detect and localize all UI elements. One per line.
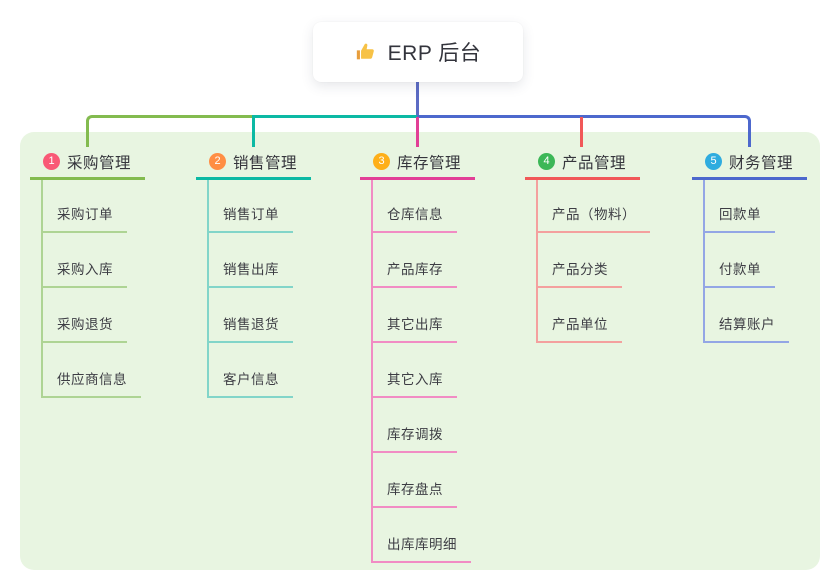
child-node[interactable]: 仓库信息 — [371, 180, 471, 233]
child-label: 出库库明细 — [371, 533, 471, 563]
child-node[interactable]: 供应商信息 — [41, 343, 141, 398]
child-label: 销售退货 — [207, 313, 293, 343]
branch-children: 回款单 付款单 结算账户 — [703, 180, 789, 343]
child-node[interactable]: 库存调拨 — [371, 398, 471, 453]
branch-node-product[interactable]: 4 产品管理 — [525, 147, 641, 180]
child-node[interactable]: 其它出库 — [371, 288, 471, 343]
child-label: 产品（物料） — [536, 203, 650, 233]
child-node[interactable]: 出库库明细 — [371, 508, 471, 563]
child-node[interactable]: 产品（物料） — [536, 180, 650, 233]
connector-branch-5 — [417, 115, 751, 147]
child-label: 结算账户 — [703, 313, 789, 343]
child-label: 库存盘点 — [371, 478, 457, 508]
child-label: 仓库信息 — [371, 203, 457, 233]
child-node[interactable]: 采购订单 — [41, 180, 141, 233]
branch-purchase: 1 采购管理 采购订单 采购入库 采购退货 供应商信息 — [30, 147, 146, 398]
child-label: 产品单位 — [536, 313, 622, 343]
child-node[interactable]: 销售订单 — [207, 180, 293, 233]
branch-inventory: 3 库存管理 仓库信息 产品库存 其它出库 其它入库 库存调拨 库存盘点 出库库… — [360, 147, 476, 563]
child-label: 销售出库 — [207, 258, 293, 288]
child-node[interactable]: 库存盘点 — [371, 453, 471, 508]
connector-branch-1 — [86, 115, 252, 147]
connector-branch-2 — [252, 115, 417, 147]
child-label: 产品分类 — [536, 258, 622, 288]
branch-title: 财务管理 — [729, 154, 794, 172]
branch-number-badge: 5 — [705, 153, 722, 170]
branch-title: 销售管理 — [233, 154, 298, 172]
branch-children: 产品（物料） 产品分类 产品单位 — [536, 180, 650, 343]
child-node[interactable]: 采购入库 — [41, 233, 141, 288]
child-label: 产品库存 — [371, 258, 457, 288]
branch-product: 4 产品管理 产品（物料） 产品分类 产品单位 — [525, 147, 650, 343]
branch-children: 仓库信息 产品库存 其它出库 其它入库 库存调拨 库存盘点 出库库明细 — [371, 180, 471, 563]
branch-title: 库存管理 — [397, 154, 462, 172]
root-title: ERP 后台 — [387, 42, 482, 65]
child-node[interactable]: 采购退货 — [41, 288, 141, 343]
branch-node-sales[interactable]: 2 销售管理 — [196, 147, 312, 180]
child-node[interactable]: 销售出库 — [207, 233, 293, 288]
root-connector-line — [416, 82, 419, 115]
child-label: 回款单 — [703, 203, 775, 233]
branch-number-badge: 2 — [209, 153, 226, 170]
branch-node-purchase[interactable]: 1 采购管理 — [30, 147, 146, 180]
branch-children: 采购订单 采购入库 采购退货 供应商信息 — [41, 180, 141, 398]
child-label: 采购退货 — [41, 313, 127, 343]
branch-children: 销售订单 销售出库 销售退货 客户信息 — [207, 180, 293, 398]
branch-finance: 5 财务管理 回款单 付款单 结算账户 — [692, 147, 808, 343]
branch-number-badge: 1 — [43, 153, 60, 170]
child-label: 其它出库 — [371, 313, 457, 343]
branch-node-inventory[interactable]: 3 库存管理 — [360, 147, 476, 180]
child-label: 销售订单 — [207, 203, 293, 233]
child-node[interactable]: 付款单 — [703, 233, 789, 288]
child-label: 采购订单 — [41, 203, 127, 233]
child-node[interactable]: 销售退货 — [207, 288, 293, 343]
branch-node-finance[interactable]: 5 财务管理 — [692, 147, 808, 180]
root-node[interactable]: ERP 后台 — [313, 22, 523, 82]
child-label: 库存调拨 — [371, 423, 457, 453]
connector-branch-3 — [416, 117, 419, 147]
thumbs-up-icon — [355, 41, 377, 63]
child-node[interactable]: 产品库存 — [371, 233, 471, 288]
child-label: 付款单 — [703, 258, 775, 288]
background-panel — [20, 132, 820, 570]
branch-number-badge: 4 — [538, 153, 555, 170]
child-node[interactable]: 其它入库 — [371, 343, 471, 398]
branch-number-badge: 3 — [373, 153, 390, 170]
child-label: 其它入库 — [371, 368, 457, 398]
branch-title: 采购管理 — [67, 154, 132, 172]
child-label: 供应商信息 — [41, 368, 141, 398]
child-node[interactable]: 产品分类 — [536, 233, 650, 288]
child-node[interactable]: 产品单位 — [536, 288, 650, 343]
connector-branch-4 — [580, 117, 583, 147]
child-node[interactable]: 结算账户 — [703, 288, 789, 343]
branch-title: 产品管理 — [562, 154, 627, 172]
child-node[interactable]: 回款单 — [703, 180, 789, 233]
child-label: 客户信息 — [207, 368, 293, 398]
child-label: 采购入库 — [41, 258, 127, 288]
branch-sales: 2 销售管理 销售订单 销售出库 销售退货 客户信息 — [196, 147, 312, 398]
child-node[interactable]: 客户信息 — [207, 343, 293, 398]
